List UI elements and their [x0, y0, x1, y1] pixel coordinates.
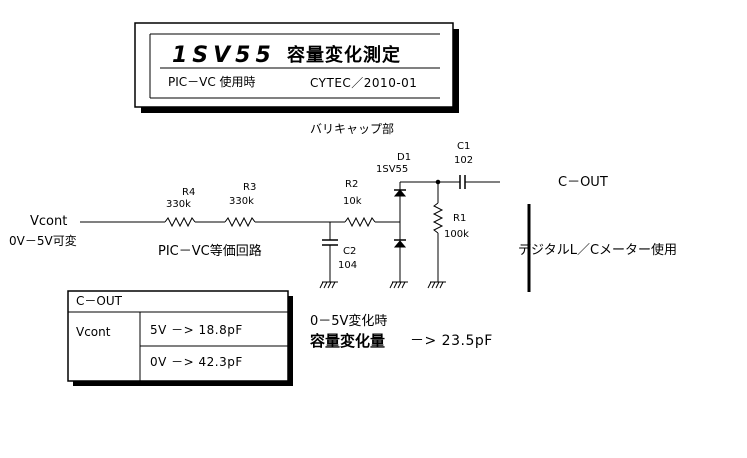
r3-value: 330k	[229, 196, 254, 207]
r2-value: 10k	[343, 196, 362, 207]
r3-resistor	[224, 216, 256, 228]
part-number: 1SV55	[172, 43, 276, 68]
vcont-label: Vcont	[30, 214, 68, 229]
title-box	[134, 22, 454, 108]
change-value: －> 23.5pF	[410, 333, 493, 349]
d1-part: 1SV55	[376, 164, 409, 175]
d1-ref: D1	[397, 152, 412, 163]
r1-resistor	[432, 202, 444, 234]
r4-ref: R4	[182, 187, 196, 198]
d1-diode	[393, 189, 407, 197]
vcont-range: 0V－5V可変	[9, 234, 77, 248]
title-subtitle: PIC－VC 使用時	[168, 75, 256, 89]
table-header: C－OUT	[76, 294, 122, 308]
varicap-section-label: バリキャップ部	[310, 122, 395, 136]
c2-value: 104	[338, 260, 358, 271]
r4-value: 330k	[166, 199, 191, 210]
r1-ref: R1	[453, 213, 467, 224]
r4-resistor	[164, 216, 196, 228]
title-heading: 容量変化測定	[287, 45, 401, 66]
table-row-0v: 0V －> 42.3pF	[150, 355, 243, 369]
meter-label: デジタルL／Cメーター使用	[518, 243, 678, 258]
r1-value: 100k	[444, 229, 469, 240]
equivalent-circuit-label: PIC－VC等価回路	[158, 244, 262, 259]
c1-ref: C1	[457, 141, 471, 152]
change-label: 容量変化量	[310, 332, 386, 350]
table-row-5v: 5V －> 18.8pF	[150, 323, 243, 337]
r2-ref: R2	[345, 179, 359, 190]
title-credit: CYTEC／2010-01	[310, 76, 418, 90]
c2-ref: C2	[343, 246, 357, 257]
d-lower-diode	[393, 240, 407, 248]
c1-value: 102	[454, 155, 474, 166]
table-row-label: Vcont	[76, 325, 111, 339]
c-out-label: C－OUT	[558, 175, 608, 190]
result-table	[67, 290, 289, 382]
change-condition: 0－5V変化時	[310, 314, 388, 329]
r3-ref: R3	[243, 182, 257, 193]
r2-resistor	[344, 216, 376, 228]
